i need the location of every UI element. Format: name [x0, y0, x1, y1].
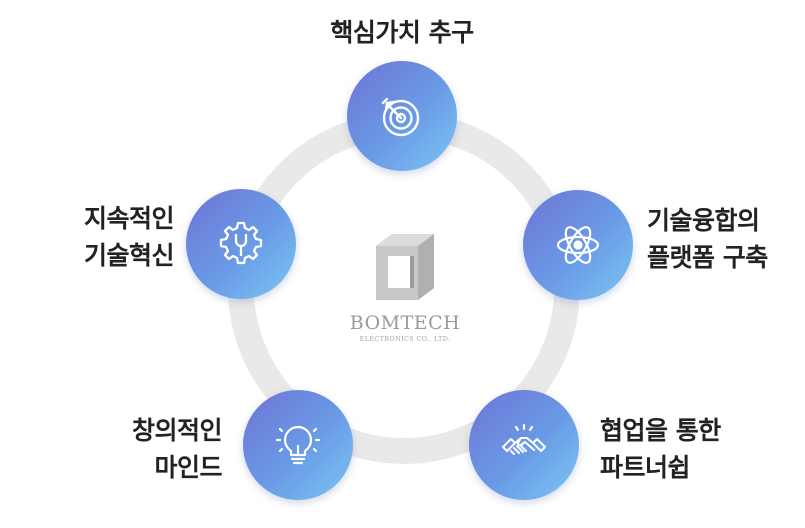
logo-mark-icon	[376, 234, 434, 300]
label-line: 협업을 통한	[600, 416, 721, 445]
node-core-values	[347, 61, 457, 171]
label-platform: 기술융합의 플랫폼 구축	[647, 202, 797, 276]
label-line: 기술융합의	[647, 206, 760, 235]
label-creative-mind: 창의적인 마인드	[100, 412, 223, 486]
label-tech-innovation: 지속적인 기술혁신	[56, 200, 175, 274]
label-line: 마인드	[154, 453, 222, 482]
label-line: 지속적인	[83, 204, 175, 233]
node-platform	[523, 190, 633, 300]
logo-subtitle: ELECTRONICS CO., LTD.	[359, 335, 451, 343]
node-tech-innovation	[186, 189, 296, 299]
target-icon	[381, 97, 420, 137]
logo-name: BOMTECH	[349, 312, 461, 334]
lightbulb-icon	[275, 425, 321, 465]
label-core-values: 핵심가치 추구	[302, 14, 502, 51]
label-line: 기술혁신	[83, 241, 175, 270]
label-line: 플랫폼 구축	[647, 243, 768, 272]
node-partnership	[469, 390, 579, 500]
label-partnership: 협업을 통한 파트너쉽	[600, 412, 760, 486]
handshake-icon	[501, 423, 547, 456]
node-creative-mind	[243, 390, 353, 500]
gear-wrench-icon	[219, 221, 263, 265]
label-line: 창의적인	[131, 416, 223, 445]
label-line: 파트너쉽	[600, 453, 691, 482]
company-logo: BOMTECH ELECTRONICS CO., LTD.	[335, 232, 475, 352]
atom-icon	[556, 226, 600, 264]
label-line: 핵심가치 추구	[330, 18, 474, 47]
